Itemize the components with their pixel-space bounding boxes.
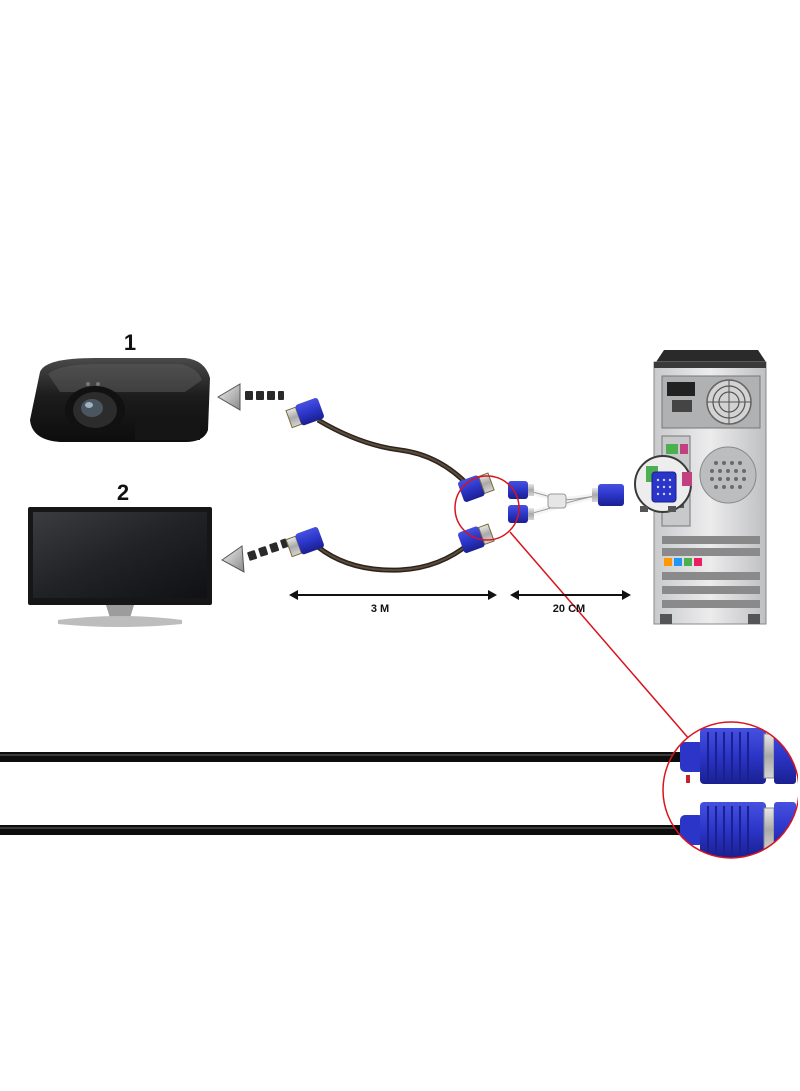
dimension-arrow-short [510, 590, 631, 600]
highlight-circle-small [454, 475, 520, 541]
vga-connector-icon [285, 527, 324, 558]
zoom-magnifier [662, 721, 800, 859]
vga-connector-icon [508, 505, 534, 523]
projector-number: 1 [124, 330, 136, 355]
zoom-cable-bottom [0, 825, 690, 835]
length-label-3m: 3 M [371, 603, 389, 615]
vga-connector-icon [285, 398, 324, 429]
dimension-arrow-long [289, 590, 497, 600]
length-label-20cm: 20 CM [553, 603, 585, 615]
vga-cable-long [316, 417, 472, 573]
monitor-number: 2 [117, 480, 129, 505]
vga-connector-icon [458, 472, 495, 502]
direction-arrow-icon [217, 383, 284, 411]
vga-connector-icon [592, 484, 624, 506]
vga-splitter [524, 487, 601, 518]
zoom-leader-line [509, 531, 691, 741]
magnifier-circle-icon [634, 455, 692, 513]
zoom-cable-top [0, 752, 690, 762]
vga-connector-icon [508, 481, 534, 499]
direction-arrow-icon [221, 538, 289, 573]
monitor-icon [28, 507, 212, 627]
projector-icon [30, 358, 210, 442]
